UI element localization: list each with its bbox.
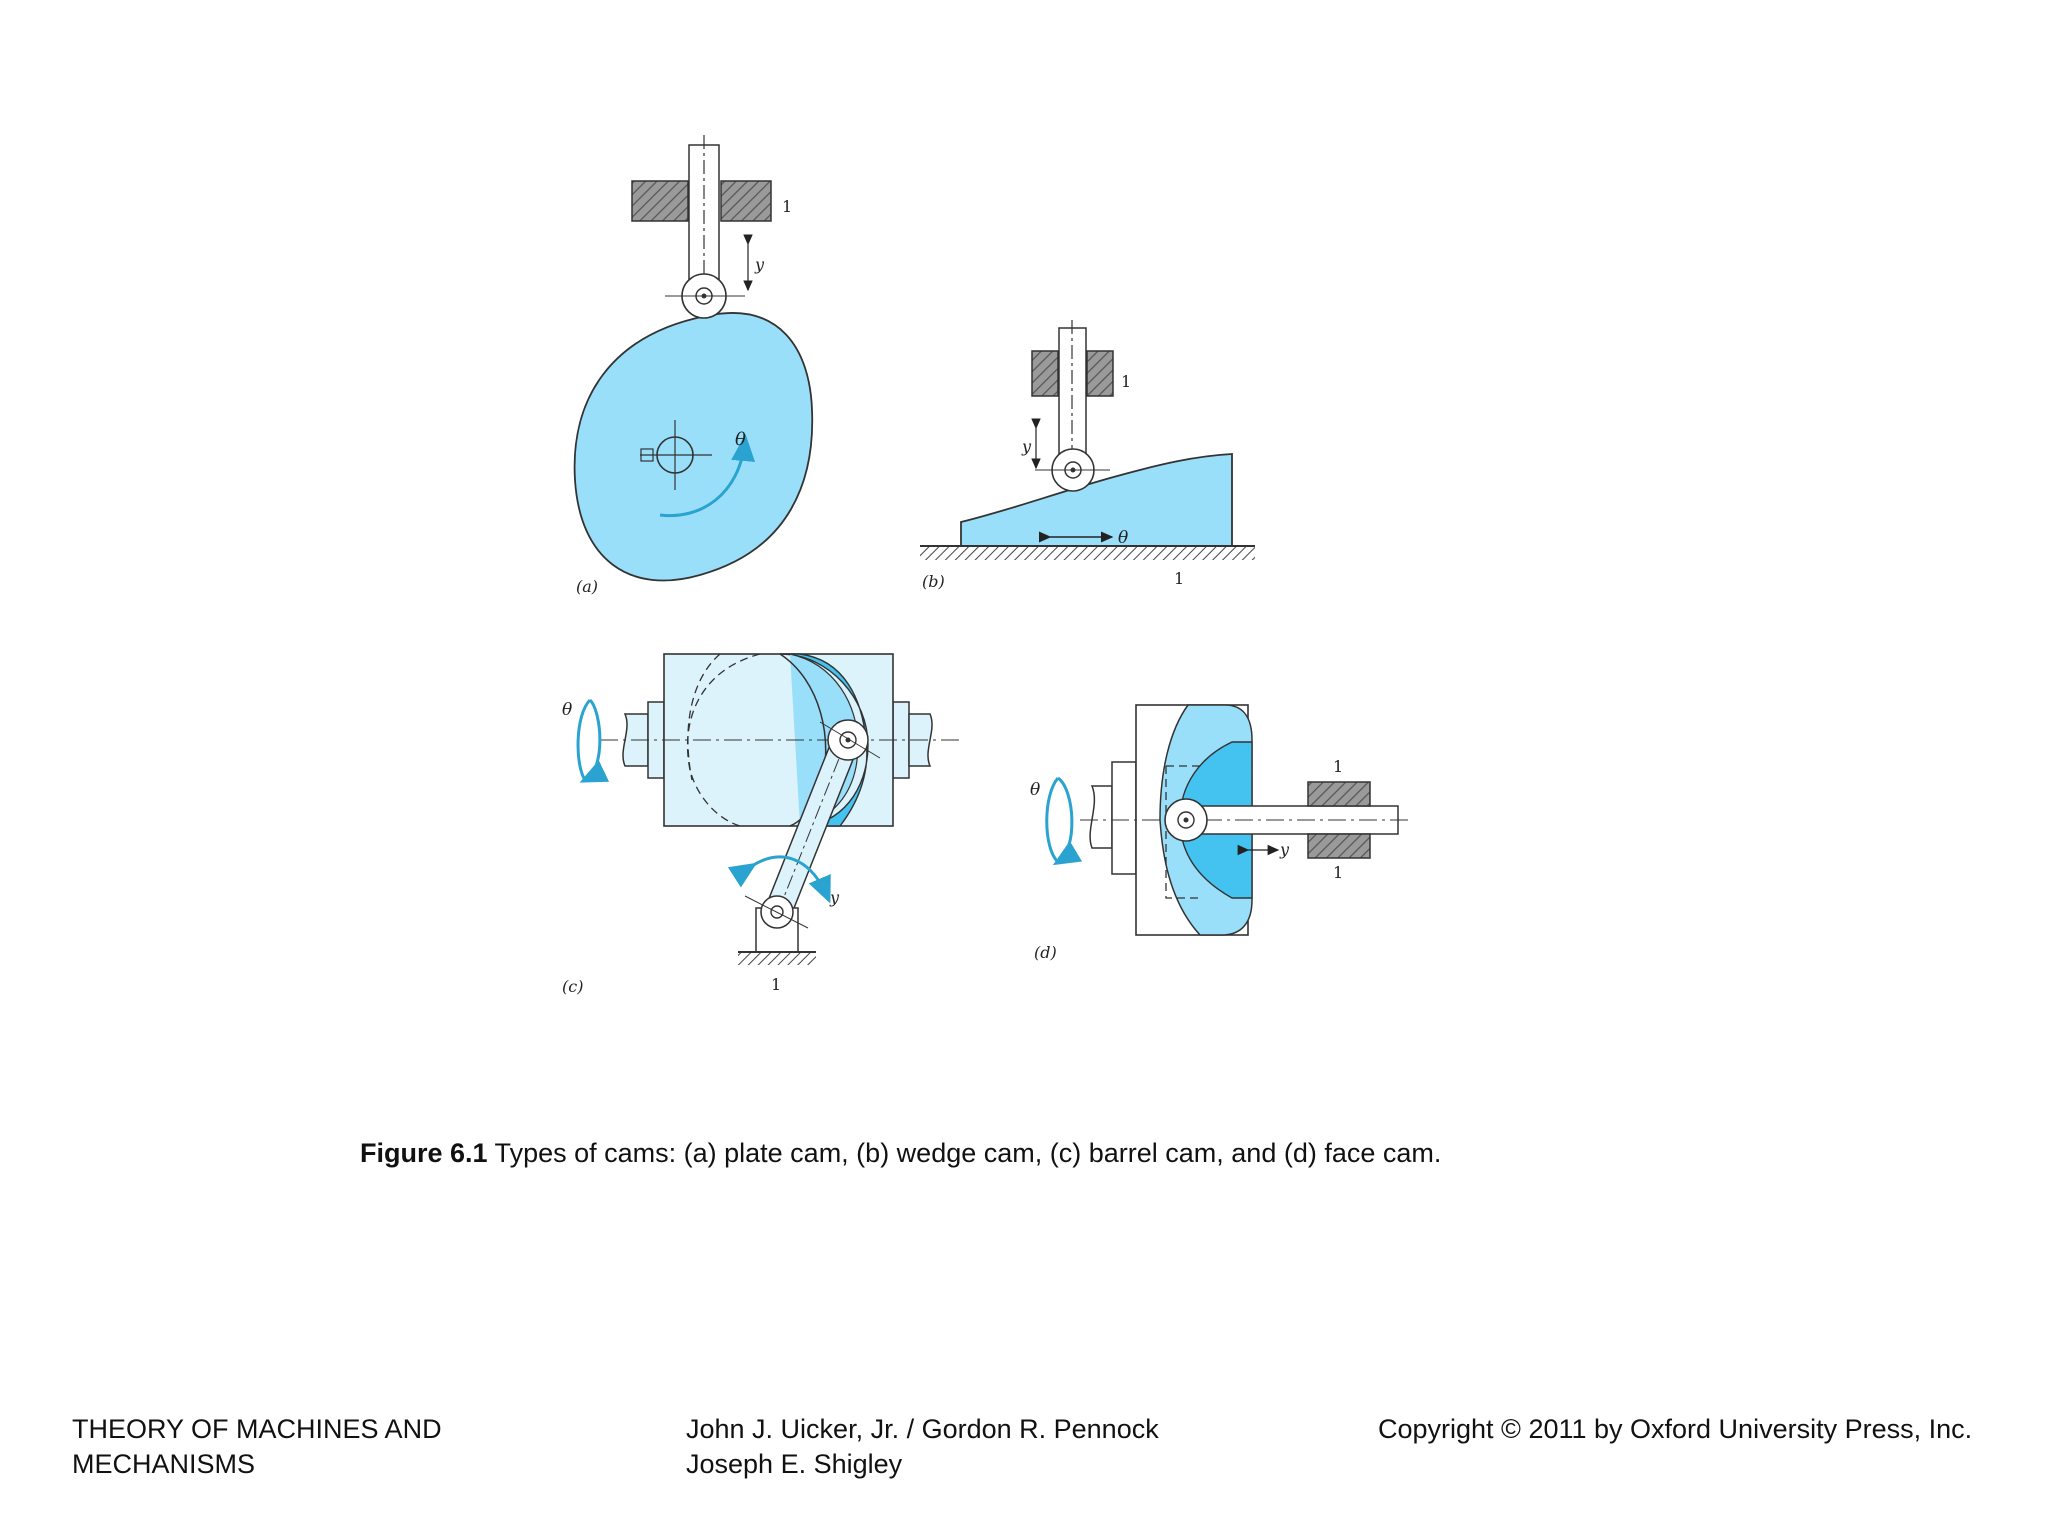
- frame-label-a: 1: [782, 197, 792, 216]
- guide-block-right: [720, 180, 772, 222]
- frame-label-d-bottom: 1: [1333, 863, 1343, 882]
- footer-authors: John J. Uicker, Jr. / Gordon R. Pennock …: [686, 1412, 1159, 1482]
- panel-a-plate-cam: θ y 1 (a): [573, 135, 814, 596]
- theta-label-a: θ: [735, 429, 746, 450]
- theta-rotation-arrow-c: [579, 698, 610, 783]
- footer-authors-line2: Joseph E. Shigley: [686, 1449, 903, 1479]
- footer-copyright: Copyright © 2011 by Oxford University Pr…: [1378, 1412, 1972, 1447]
- caption-prefix: Figure 6.1: [360, 1138, 488, 1168]
- footer-title-line2: MECHANISMS: [72, 1449, 256, 1479]
- y-label-c: y: [829, 888, 840, 907]
- panel-label-d: (d): [1034, 943, 1057, 962]
- theta-rotation-arrow-d: [1052, 776, 1083, 866]
- guide-block-left: [631, 180, 689, 222]
- guide-block-left-b: [1031, 350, 1059, 397]
- plate-cam-profile: [573, 312, 814, 582]
- footer-authors-line1: John J. Uicker, Jr. / Gordon R. Pennock: [686, 1414, 1159, 1444]
- frame-label-b-top: 1: [1121, 372, 1131, 391]
- y-label-d: y: [1279, 840, 1290, 859]
- frame-label-b-bottom: 1: [1174, 569, 1184, 588]
- footer-title-line1: THEORY OF MACHINES AND: [72, 1414, 442, 1444]
- shaft-left-d: [1089, 785, 1113, 849]
- panel-label-b: (b): [922, 572, 945, 591]
- theta-label-c: θ: [562, 700, 572, 720]
- theta-label-b: θ: [1118, 528, 1128, 548]
- frame-label-d-top: 1: [1333, 757, 1343, 776]
- panel-label-a: (a): [576, 577, 598, 596]
- theta-label-d: θ: [1030, 780, 1040, 800]
- panel-label-c: (c): [562, 977, 583, 996]
- panel-c-barrel-cam: θ y 1 (c): [562, 653, 960, 996]
- panel-b-wedge-cam: θ y 1 1 (b): [920, 320, 1255, 591]
- ground-b: [920, 546, 1255, 560]
- wedge-cam-profile: [960, 453, 1233, 547]
- guide-block-top-d: [1307, 781, 1371, 807]
- caption-text: Types of cams: (a) plate cam, (b) wedge …: [487, 1138, 1442, 1168]
- ground-c: [738, 952, 816, 965]
- guide-block-right-b: [1086, 350, 1114, 397]
- y-oscillation-arrow: [727, 855, 831, 904]
- panel-d-face-cam: θ y 1 1 (d): [1030, 704, 1412, 962]
- footer-book-title: THEORY OF MACHINES AND MECHANISMS: [72, 1412, 442, 1482]
- y-label-b: y: [1021, 437, 1032, 456]
- guide-block-bottom-d: [1307, 833, 1371, 859]
- figure-caption: Figure 6.1 Types of cams: (a) plate cam,…: [360, 1138, 1441, 1169]
- footer-copyright-text: Copyright © 2011 by Oxford University Pr…: [1378, 1414, 1973, 1444]
- y-label-a: y: [754, 255, 765, 274]
- theta-rotation-arrow: [659, 434, 756, 518]
- frame-label-c: 1: [771, 975, 781, 994]
